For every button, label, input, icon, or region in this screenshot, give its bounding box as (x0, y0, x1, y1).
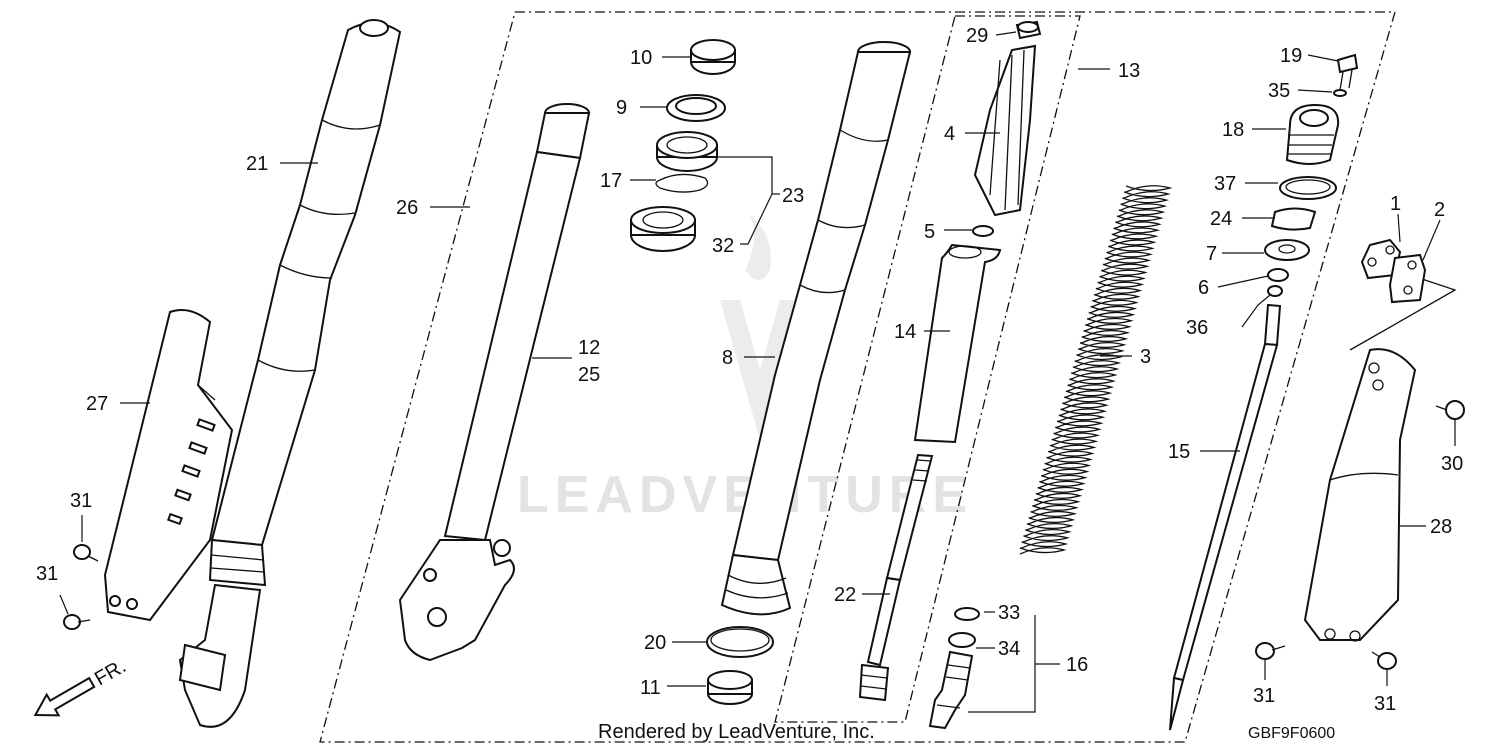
callout-22: 22 (834, 584, 856, 606)
callout-9: 9 (616, 97, 627, 119)
fork-guard-left (103, 309, 234, 622)
base-valve-16 (928, 650, 974, 730)
bolt-31-lower-left (63, 614, 91, 630)
spring-seat-4 (973, 44, 1037, 217)
callout-12: 12 (578, 337, 600, 359)
callout-19: 19 (1280, 45, 1302, 67)
callout-13: 13 (1118, 60, 1140, 82)
push-rod-15 (1169, 303, 1282, 731)
bolt-31-lower-right-b (1371, 651, 1397, 670)
front-direction-label: FR. (91, 655, 130, 690)
callout-15: 15 (1168, 441, 1190, 463)
screw-19 (1336, 53, 1359, 91)
front-direction-arrow: FR. (33, 655, 130, 717)
outer-fork-tube-center (720, 41, 912, 616)
ring-34 (948, 632, 976, 648)
ring-5 (972, 225, 994, 237)
bolt-30 (1435, 400, 1465, 420)
callout-7: 7 (1206, 243, 1217, 265)
callout-37: 37 (1214, 173, 1236, 195)
callout-25: 25 (578, 364, 600, 386)
damper-group-boundary (774, 15, 1081, 723)
guard-bracket-2 (1388, 253, 1427, 304)
callout-3: 3 (1140, 346, 1151, 368)
callout-30: 30 (1441, 453, 1463, 475)
ring-36 (1267, 285, 1283, 297)
oil-seal-23 (656, 131, 718, 172)
washer-7 (1264, 239, 1310, 261)
ring-35 (1333, 89, 1347, 97)
spacer-14 (913, 243, 1002, 444)
fork-spring-3 (1019, 185, 1173, 555)
callout-8: 8 (722, 347, 733, 369)
callout-33: 33 (998, 602, 1020, 624)
damper-rod-22 (858, 453, 934, 702)
outer-fork-tube (178, 19, 402, 728)
callout-18: 18 (1222, 119, 1244, 141)
callout-31-lower-right-b: 31 (1374, 693, 1396, 715)
callout-6: 6 (1198, 277, 1209, 299)
diagram-code: GBF9F0600 (1248, 725, 1335, 742)
dust-seal-32 (630, 206, 696, 252)
callout-32: 32 (712, 235, 734, 257)
callout-4: 4 (944, 123, 955, 145)
callout-27: 27 (86, 393, 108, 415)
callout-34: 34 (998, 638, 1020, 660)
callout-16: 16 (1066, 654, 1088, 676)
rendered-by-credit: Rendered by LeadVenture, Inc. (598, 721, 875, 743)
bolt-31-upper-left (73, 544, 99, 562)
callout-36: 36 (1186, 317, 1208, 339)
fork-cap-18 (1285, 103, 1340, 165)
inner-fork-slider (398, 103, 591, 662)
callout-1: 1 (1390, 193, 1401, 215)
callout-31-lower-left: 31 (36, 563, 58, 585)
callout-11: 11 (640, 677, 661, 699)
callout-26: 26 (396, 197, 418, 219)
callout-14: 14 (894, 321, 916, 343)
stopper-ring-17 (655, 173, 709, 193)
fork-assembly-boundary (319, 11, 1396, 743)
backup-ring-9 (666, 94, 726, 122)
callout-20: 20 (644, 632, 666, 654)
callout-10: 10 (630, 47, 652, 69)
lock-nut-24 (1270, 207, 1317, 231)
guide-bushing-11 (707, 670, 753, 705)
callout-21: 21 (246, 153, 268, 175)
bolt-31-lower-right-a (1255, 642, 1286, 660)
callout-24: 24 (1210, 208, 1232, 230)
callout-17: 17 (600, 170, 622, 192)
nut-29 (1015, 20, 1042, 40)
callout-23: 23 (782, 185, 804, 207)
callout-29: 29 (966, 25, 988, 47)
callout-28: 28 (1430, 516, 1452, 538)
callout-35: 35 (1268, 80, 1290, 102)
seal-10 (690, 39, 736, 75)
fork-guard-right-28 (1303, 348, 1417, 642)
leader-lines (59, 31, 1456, 713)
callout-2: 2 (1434, 199, 1445, 221)
o-ring-37 (1279, 176, 1337, 200)
callout-31-lower-right-a: 31 (1253, 685, 1275, 707)
callout-labels: 21 26 27 31 31 10 9 17 23 32 12 25 8 20 … (36, 25, 1463, 715)
ring-6 (1267, 268, 1289, 282)
ring-20 (706, 626, 774, 658)
callout-5: 5 (924, 221, 935, 243)
callout-31-upper-left: 31 (70, 490, 92, 512)
ring-33 (954, 607, 980, 621)
